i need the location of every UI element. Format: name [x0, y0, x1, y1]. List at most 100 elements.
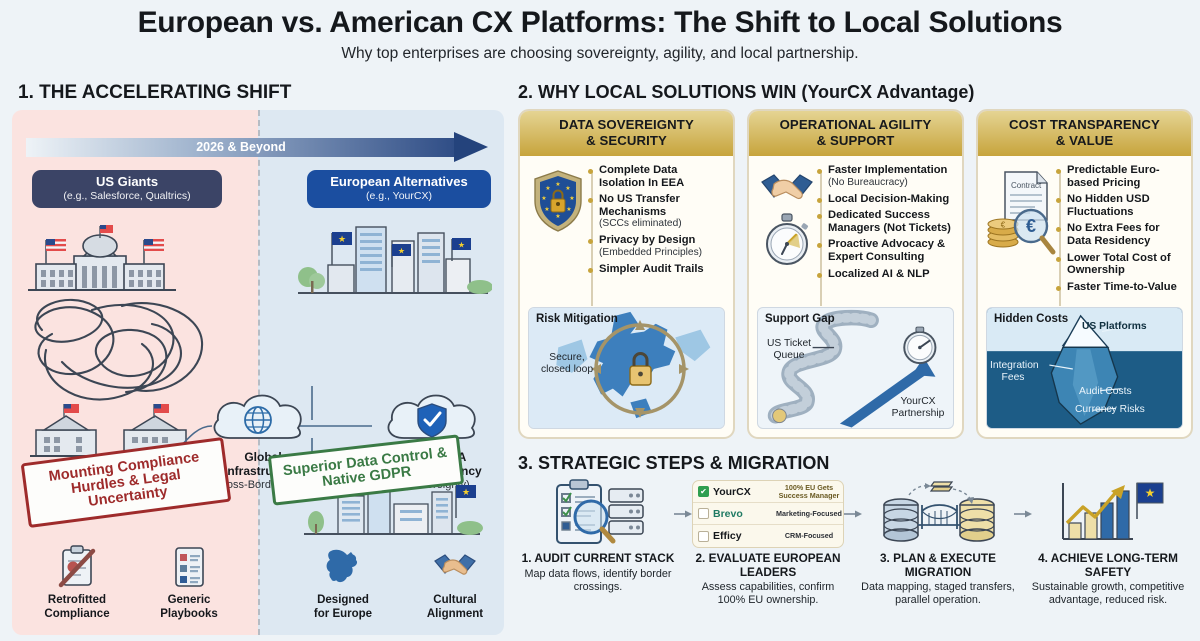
queue-visual [767, 309, 937, 428]
arrow-shaft [26, 138, 456, 157]
arrow-head-icon [454, 132, 488, 162]
svg-text:★: ★ [338, 234, 346, 244]
step-connector-3 [1014, 476, 1032, 552]
bullet: Lower Total Cost of Ownership [1055, 252, 1184, 277]
panel1-title: Risk Mitigation [536, 313, 618, 325]
card2-bullets: Faster Implementation (No Bureaucracy) L… [816, 164, 955, 312]
closed-loop-icon [591, 320, 689, 418]
contract-label: Contract [1011, 181, 1042, 190]
card-operational-agility: OPERATIONAL AGILITY & SUPPORT [747, 109, 964, 439]
us-flag-icon-2 [143, 239, 164, 264]
step-evaluate-european-leaders: ✔ YourCX 100% EU Gets Success Manager Br… [688, 476, 848, 607]
iceberg-visual [987, 308, 1182, 428]
bullet: Proactive Advocacy & Expert Consulting [816, 238, 955, 263]
us-flag-icon [45, 239, 66, 264]
bullet: Complete Data Isolation In EEA [587, 164, 726, 189]
step-achieve-long-term-safety: ★ 4. ACHIEVE LONG-TERM SAFETY Sustainabl… [1028, 476, 1188, 607]
bullet: Privacy by Design (Embedded Principles) [587, 234, 726, 259]
step-audit-current-stack: 1. AUDIT CURRENT STACK Map data flows, i… [518, 476, 678, 594]
panel2-title: Support Gap [765, 313, 835, 325]
clipboard-pencil-icon [34, 543, 120, 591]
header: European vs. American CX Platforms: The … [0, 0, 1200, 63]
card1-header: DATA SOVEREIGNTY & SECURITY [520, 111, 733, 156]
card2-header: OPERATIONAL AGILITY & SUPPORT [749, 111, 962, 156]
source-database-icon [883, 498, 919, 542]
vendor-name: Efficy [713, 530, 742, 542]
growth-chart-eu-flag-icon: ★ [1028, 476, 1188, 552]
section-strategic-steps: 3. STRATEGIC STEPS & MIGRATION [518, 453, 1194, 607]
svg-text:★: ★ [555, 181, 560, 188]
vendor-table: ✔ YourCX 100% EU Gets Success Manager Br… [692, 480, 844, 548]
vendor-row-yourcx[interactable]: ✔ YourCX 100% EU Gets Success Manager [693, 481, 843, 503]
bullet: No Hidden USD Fluctuations [1055, 193, 1184, 218]
timeline-arrow: 2026 & Beyond [26, 132, 490, 162]
panel3-title: Hidden Costs [994, 313, 1069, 325]
step4-desc: Sustainable growth, competitive advantag… [1031, 581, 1185, 606]
vendor-comparison-table-icon: ✔ YourCX 100% EU Gets Success Manager Br… [688, 476, 848, 552]
iceberg-label-currency-risks: Currency Risks [1075, 404, 1145, 415]
handshake-icon [412, 543, 498, 591]
bullet: Dedicated Success Managers (Not Tickets) [816, 209, 955, 234]
svg-text:★: ★ [1145, 486, 1156, 500]
magnifier-euro-icon: € [1013, 208, 1056, 255]
step2-desc: Assess capabilities, confirm 100% EU own… [701, 581, 835, 606]
svg-text:★: ★ [544, 206, 549, 213]
section-why-local-wins: 2. WHY LOCAL SOLUTIONS WIN (YourCX Advan… [518, 82, 1194, 439]
svg-text:€: € [1001, 221, 1006, 230]
eu-alt-sub: (e.g., YourCX) [366, 190, 432, 202]
bullet: Faster Implementation (No Bureaucracy) [816, 164, 955, 189]
step4-title: 4. ACHIEVE LONG-TERM SAFETY [1038, 551, 1178, 579]
page-subtitle: Why top enterprises are choosing soverei… [341, 44, 859, 62]
card3-bullets: Predictable Euro-based Pricing No Hidden… [1055, 164, 1184, 312]
side-divider [258, 110, 260, 635]
bullet: Faster Time-to-Value [1055, 281, 1184, 294]
step1-desc: Map data flows, identify border crossing… [524, 567, 672, 593]
timeline-label: 2026 & Beyond [196, 140, 286, 154]
us-giants-pill: US Giants (e.g., Salesforce, Qualtrics) [32, 170, 222, 208]
step-connector-2 [844, 476, 862, 552]
card3-header: COST TRANSPARENCY & VALUE [978, 111, 1191, 156]
document-list-icon [146, 543, 232, 591]
europe-map-icon [300, 543, 386, 591]
card1-bullets: Complete Data Isolation In EEA No US Tra… [587, 164, 726, 312]
shield-lock-icon: ★ ★ ★ ★ ★ ★ ★ ★ [534, 170, 582, 232]
clipboard-magnifier-server-icon [518, 476, 678, 552]
eu-flag-icon: ★ [1136, 482, 1164, 519]
step-connector-1 [674, 476, 692, 552]
step3-desc: Data mapping, staged transfers, parallel… [861, 581, 1015, 606]
step-plan-execute-migration: 3. PLAN & EXECUTE MIGRATION Data mapping… [858, 476, 1018, 607]
european-alternatives-pill: European Alternatives (e.g., YourCX) [307, 170, 491, 208]
svg-text:★: ★ [462, 487, 470, 497]
checkbox-unchecked-icon[interactable] [698, 508, 709, 519]
svg-text:★: ★ [541, 195, 546, 202]
handshake-icon [761, 174, 813, 200]
eu-flag-icon: ★ [331, 232, 352, 265]
vendor-tag: Marketing-Focused [776, 508, 842, 518]
coin-stack-icon: € [987, 218, 1019, 248]
vendor-name: YourCX [713, 485, 751, 498]
eea-residency-cloud-icon [387, 394, 476, 439]
svg-text:★: ★ [545, 185, 550, 192]
eu-buildings-row-2: ★ [304, 485, 483, 535]
split-comparison-panel: 2026 & Beyond US Giants (e.g., Salesforc… [12, 110, 504, 635]
svg-text:★: ★ [398, 247, 405, 256]
bullet: No US Transfer Mechanisms (SCCs eliminat… [587, 193, 726, 230]
bullet: No Extra Fees for Data Residency [1055, 222, 1184, 247]
risk-mitigation-panel: Risk Mitigation Secure,closed loop [528, 307, 725, 429]
eu-city-illustration: ★ ★ ★ [298, 226, 492, 294]
vendor-tag: CRM-Focused [784, 531, 834, 540]
vendor-row-brevo[interactable]: Brevo Marketing-Focused [693, 503, 843, 525]
vendor-tag: 100% EU Gets Success Manager [778, 482, 840, 500]
checkbox-checked-icon[interactable]: ✔ [698, 486, 709, 497]
checkbox-unchecked-icon[interactable] [698, 530, 709, 542]
vendor-row-efficy[interactable]: Efficy CRM-Focused [693, 525, 843, 547]
us-giants-sub: (e.g., Salesforce, Qualtrics) [63, 190, 191, 202]
